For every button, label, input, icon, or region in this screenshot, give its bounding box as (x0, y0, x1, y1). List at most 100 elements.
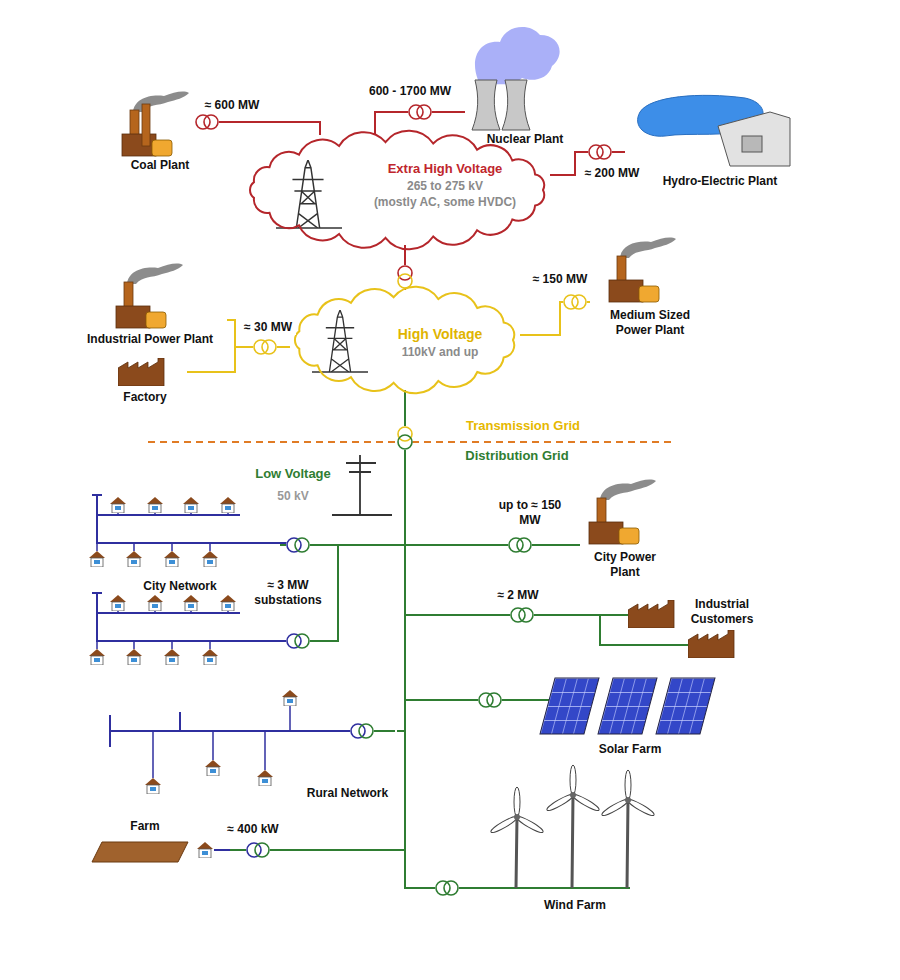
transformer-coil (398, 266, 412, 280)
rural-network: Rural Network (105, 680, 397, 805)
medium-power-plant: Medium Sized Power Plant (590, 238, 710, 345)
house-icon (202, 551, 218, 567)
house-icon (220, 595, 236, 611)
house-drop (96, 641, 98, 649)
transformer-coil (436, 881, 450, 895)
house-drop (154, 611, 156, 613)
voltage-label: Low Voltage (238, 466, 348, 482)
transformer-coil (398, 427, 412, 441)
transformer-coil (511, 608, 525, 622)
house-drop (133, 543, 135, 551)
house-drop (289, 706, 291, 731)
transformer-coil (255, 843, 269, 857)
pylon-icon (276, 160, 368, 372)
transformer-symbol (397, 426, 413, 450)
house-icon (183, 595, 199, 611)
rating-label: ≈ 3 MW substations (243, 578, 333, 608)
turbine-rotor (601, 770, 656, 818)
nuclear-plant: Nuclear Plant (465, 70, 587, 149)
transformer-symbol (350, 723, 374, 739)
transformer-coil (254, 340, 268, 354)
solar-panels (535, 678, 715, 734)
turbine-blade (625, 770, 631, 800)
industrial-customers: Industrial Customers (600, 595, 765, 663)
transformer-symbol (435, 880, 459, 896)
factory-icon (628, 600, 674, 628)
pylon-icon (292, 160, 323, 228)
transformer-coil (204, 115, 218, 129)
transformer-ground (510, 607, 534, 623)
farm: Farm (90, 818, 230, 868)
transformer-coil (444, 881, 458, 895)
house-drop (171, 641, 173, 649)
rating-label: ≈ 600 MW (192, 98, 272, 113)
node-label: Coal Plant (110, 158, 210, 173)
transformer-coil (359, 724, 373, 738)
transformer-symbol (408, 104, 432, 120)
node-label: Factory (105, 390, 185, 405)
nuclear-plant-icon (472, 27, 560, 130)
house-drop (171, 543, 173, 551)
house-icon (205, 760, 221, 776)
rating-label: 600 - 1700 MW (355, 84, 465, 99)
transformer-ground (563, 294, 587, 310)
solar-panels (656, 678, 715, 734)
turbine-hub (625, 797, 631, 803)
coal-plant-icon (122, 92, 189, 156)
node-detail: 265 to 275 kV (345, 179, 545, 194)
transformer-ground (397, 265, 413, 289)
transformer-coil (589, 145, 603, 159)
nuclear-plant-icon (472, 80, 500, 130)
node-label: Solar Farm (535, 742, 725, 757)
transformer-coil (398, 435, 412, 449)
city-wiring (92, 495, 290, 641)
node-label: City Network (120, 579, 240, 594)
transformer-coil (247, 843, 261, 857)
node-label: Wind Farm (485, 898, 665, 913)
transformer-symbol (286, 537, 310, 553)
transformer-coil (519, 608, 533, 622)
hv-cloud: High Voltage110kV and up (290, 290, 520, 390)
farm-field (92, 842, 188, 862)
hydro-plant-icon (742, 136, 762, 152)
rating-label: ≈ 150 MW (527, 272, 593, 287)
transformer-ground (286, 633, 310, 649)
transformer-symbol (510, 607, 534, 623)
rating-label: ≈ 30 MW (240, 320, 296, 335)
house-icon (220, 497, 236, 513)
transformer-symbol (588, 144, 612, 160)
house-icon (282, 690, 298, 706)
transformer-ground (246, 842, 270, 858)
coal-plant-icon (122, 92, 189, 156)
hydro-plant-icon (718, 112, 790, 166)
rating-label: up to ≈ 150 MW (495, 498, 565, 528)
house-icon (147, 497, 163, 513)
factory-icon (118, 358, 164, 386)
hydro-plant: Hydro-Electric Plant (625, 90, 797, 195)
house-drop (190, 611, 192, 613)
transformer-coil (287, 538, 301, 552)
transformer-ground (397, 426, 413, 450)
industrial-plant-icon (116, 264, 183, 328)
transformer-ground (588, 144, 612, 160)
node-detail: 110kV and up (370, 345, 510, 360)
house-drop (227, 611, 229, 613)
transformer-symbol (286, 633, 310, 649)
transformer-coil (409, 105, 423, 119)
house-icon (147, 595, 163, 611)
houses (89, 497, 298, 858)
power-line (230, 390, 405, 850)
transformer-coil (262, 340, 276, 354)
solar-panels (540, 678, 599, 734)
house-icon (164, 551, 180, 567)
transformer-coil (564, 295, 578, 309)
transformer-coil (196, 115, 210, 129)
transformer-symbol (508, 537, 532, 553)
house-icon (164, 649, 180, 665)
rating-label: ≈ 200 MW (579, 166, 645, 181)
transformer-ground (478, 692, 502, 708)
turbine-rotor (490, 787, 545, 835)
house-drop (96, 543, 98, 551)
house-drop (209, 641, 211, 649)
